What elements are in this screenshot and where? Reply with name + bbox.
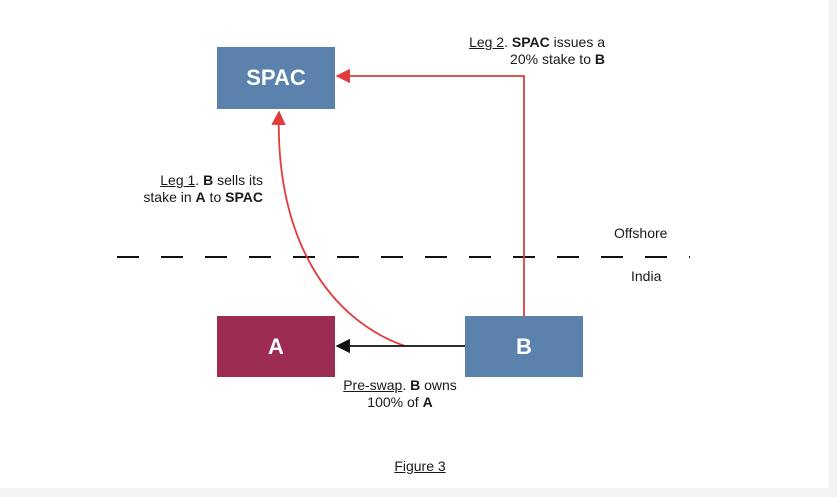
offshore-label: Offshore <box>614 225 668 241</box>
preswap-label: Pre-swap. B owns 100% of A <box>300 377 500 411</box>
b-box-label: B <box>516 333 532 359</box>
figure-caption: Figure 3 <box>394 458 446 474</box>
connector-lines <box>117 68 690 354</box>
a-box-label: A <box>268 333 284 359</box>
diagram-canvas: SPAC A B Leg 2. SPAC issues a 20% stake … <box>0 0 829 488</box>
leg2-label: Leg 2. SPAC issues a 20% stake to B <box>385 34 605 68</box>
a-box: A <box>217 316 335 377</box>
leg1-line-1: Leg 1. B sells its <box>160 172 263 188</box>
spac-box-label: SPAC <box>246 65 306 90</box>
leg2-arrow <box>335 68 525 316</box>
leg1-line-2: stake in A to SPAC <box>143 189 263 205</box>
leg1-arrow <box>271 110 406 347</box>
leg1-label: Leg 1. B sells its stake in A to SPAC <box>63 172 263 206</box>
leg2-line-2: 20% stake to B <box>510 51 605 67</box>
india-label: India <box>631 268 662 284</box>
spac-box: SPAC <box>217 47 335 109</box>
preswap-line-1: Pre-swap. B owns <box>343 377 457 393</box>
preswap-line-2: 100% of A <box>367 394 433 410</box>
leg2-line-1: Leg 2. SPAC issues a <box>469 34 605 50</box>
b-box: B <box>465 316 583 377</box>
